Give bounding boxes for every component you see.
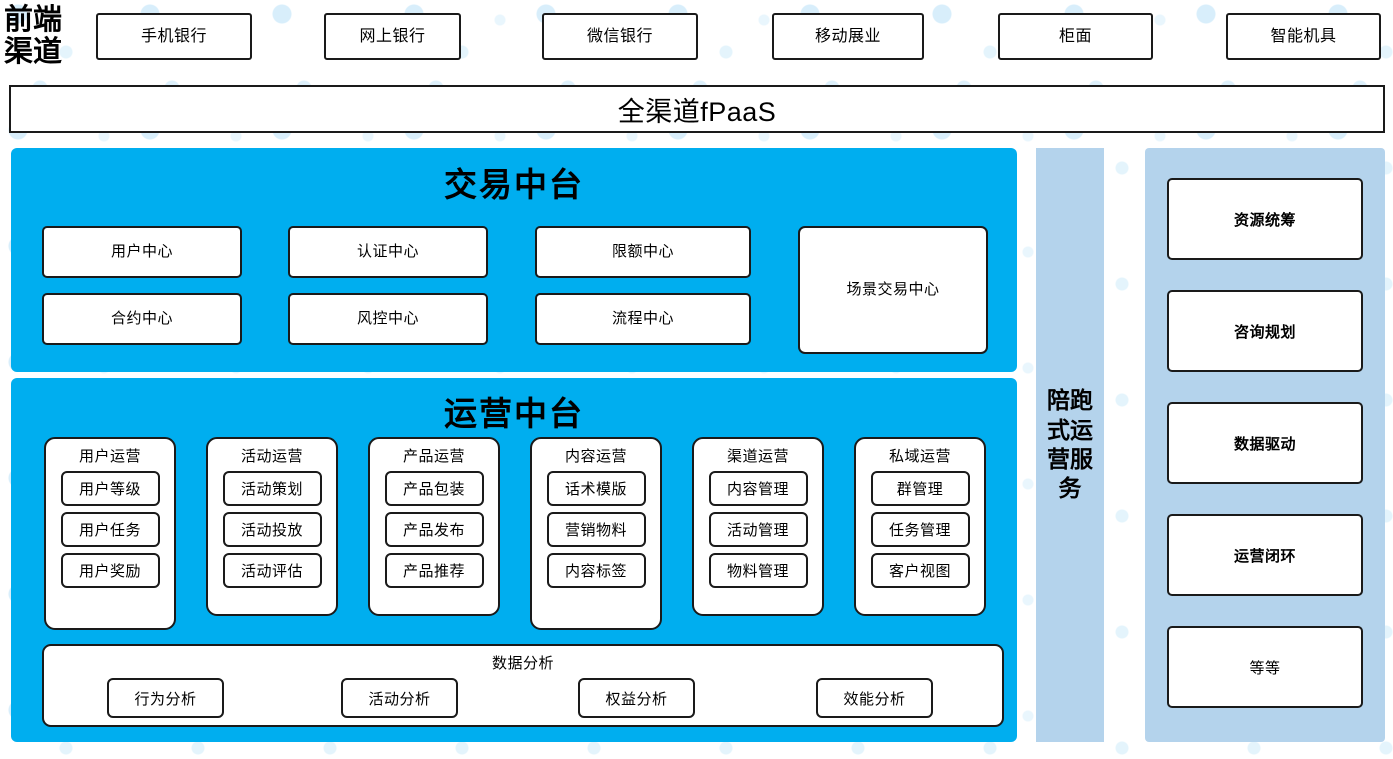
- capability-item-resource-coordination[interactable]: 资源统筹: [1167, 178, 1363, 260]
- channel-box-counter[interactable]: 柜面: [998, 13, 1153, 60]
- op-item-user-reward[interactable]: 用户奖励: [60, 553, 160, 588]
- data-analysis-item-performance[interactable]: 效能分析: [816, 678, 933, 718]
- trade-box-scene-transaction-center[interactable]: 场景交易中心: [798, 226, 988, 354]
- channel-box-online-bank[interactable]: 网上银行: [324, 13, 461, 60]
- op-group-campaign-operation: 活动运营 活动策划 活动投放 活动评估: [206, 437, 338, 616]
- op-group-title-user-operation: 用户运营: [78, 448, 141, 465]
- op-group-title-campaign-operation: 活动运营: [240, 448, 303, 465]
- op-group-channel-operation: 渠道运营 内容管理 活动管理 物料管理: [692, 437, 824, 616]
- capability-item-data-driven[interactable]: 数据驱动: [1167, 402, 1363, 484]
- op-item-script-template[interactable]: 话术模版: [546, 471, 646, 506]
- op-item-campaign-evaluation[interactable]: 活动评估: [222, 553, 322, 588]
- op-item-product-recommendation[interactable]: 产品推荐: [384, 553, 484, 588]
- front-end-channel-label-line2: 渠道: [4, 36, 63, 69]
- op-item-marketing-material[interactable]: 营销物料: [546, 512, 646, 547]
- op-group-title-content-operation: 内容运营: [564, 448, 627, 465]
- op-item-task-management[interactable]: 任务管理: [870, 512, 970, 547]
- operating-center-title: 运营中台: [444, 397, 584, 433]
- op-item-content-tag[interactable]: 内容标签: [546, 553, 646, 588]
- op-group-title-channel-operation: 渠道运营: [726, 448, 789, 465]
- op-group-title-private-domain-operation: 私域运营: [888, 448, 951, 465]
- op-group-content-operation: 内容运营 话术模版 营销物料 内容标签: [530, 437, 662, 630]
- data-analysis-item-benefits[interactable]: 权益分析: [578, 678, 695, 718]
- op-item-user-level[interactable]: 用户等级: [60, 471, 160, 506]
- op-item-product-release[interactable]: 产品发布: [384, 512, 484, 547]
- op-group-private-domain-operation: 私域运营 群管理 任务管理 客户视图: [854, 437, 986, 616]
- capability-item-etc[interactable]: 等等: [1167, 626, 1363, 708]
- data-analysis-title: 数据分析: [491, 655, 554, 672]
- op-item-customer-view[interactable]: 客户视图: [870, 553, 970, 588]
- accompanying-operation-service-label: 陪跑式运营服务: [1047, 387, 1093, 502]
- op-group-title-product-operation: 产品运营: [402, 448, 465, 465]
- channel-box-mobile-field[interactable]: 移动展业: [772, 13, 924, 60]
- op-item-content-management[interactable]: 内容管理: [708, 471, 808, 506]
- trading-center-title: 交易中台: [444, 168, 584, 204]
- channel-box-mobile-bank[interactable]: 手机银行: [96, 13, 252, 60]
- accompanying-operation-service-column: 陪跑式运营服务: [1036, 148, 1104, 742]
- data-analysis-item-behavior[interactable]: 行为分析: [107, 678, 224, 718]
- op-group-product-operation: 产品运营 产品包装 产品发布 产品推荐: [368, 437, 500, 616]
- op-item-user-task[interactable]: 用户任务: [60, 512, 160, 547]
- data-analysis-container: 数据分析 行为分析 活动分析 权益分析 效能分析: [42, 644, 1004, 727]
- capability-item-consulting-planning[interactable]: 咨询规划: [1167, 290, 1363, 372]
- op-group-user-operation: 用户运营 用户等级 用户任务 用户奖励: [44, 437, 176, 630]
- trade-box-risk-center[interactable]: 风控中心: [288, 293, 488, 345]
- trade-box-limit-center[interactable]: 限额中心: [535, 226, 751, 278]
- channel-box-wechat-bank[interactable]: 微信银行: [542, 13, 698, 60]
- op-item-product-packaging[interactable]: 产品包装: [384, 471, 484, 506]
- front-end-channel-label-line1: 前端: [4, 4, 63, 36]
- data-analysis-item-campaign[interactable]: 活动分析: [341, 678, 458, 718]
- omnichannel-fpaas-bar[interactable]: 全渠道fPaaS: [9, 85, 1385, 133]
- op-item-campaign-planning[interactable]: 活动策划: [222, 471, 322, 506]
- op-item-campaign-delivery[interactable]: 活动投放: [222, 512, 322, 547]
- front-end-channel-label: 前端 渠道: [4, 4, 82, 69]
- capability-item-operation-closed-loop[interactable]: 运营闭环: [1167, 514, 1363, 596]
- trade-box-auth-center[interactable]: 认证中心: [288, 226, 488, 278]
- capability-panel: 资源统筹 咨询规划 数据驱动 运营闭环 等等: [1145, 148, 1385, 742]
- op-item-material-management[interactable]: 物料管理: [708, 553, 808, 588]
- op-item-campaign-management[interactable]: 活动管理: [708, 512, 808, 547]
- trade-box-contract-center[interactable]: 合约中心: [42, 293, 242, 345]
- channel-box-smart-machine[interactable]: 智能机具: [1226, 13, 1381, 60]
- trade-box-process-center[interactable]: 流程中心: [535, 293, 751, 345]
- op-item-group-management[interactable]: 群管理: [870, 471, 970, 506]
- trade-box-user-center[interactable]: 用户中心: [42, 226, 242, 278]
